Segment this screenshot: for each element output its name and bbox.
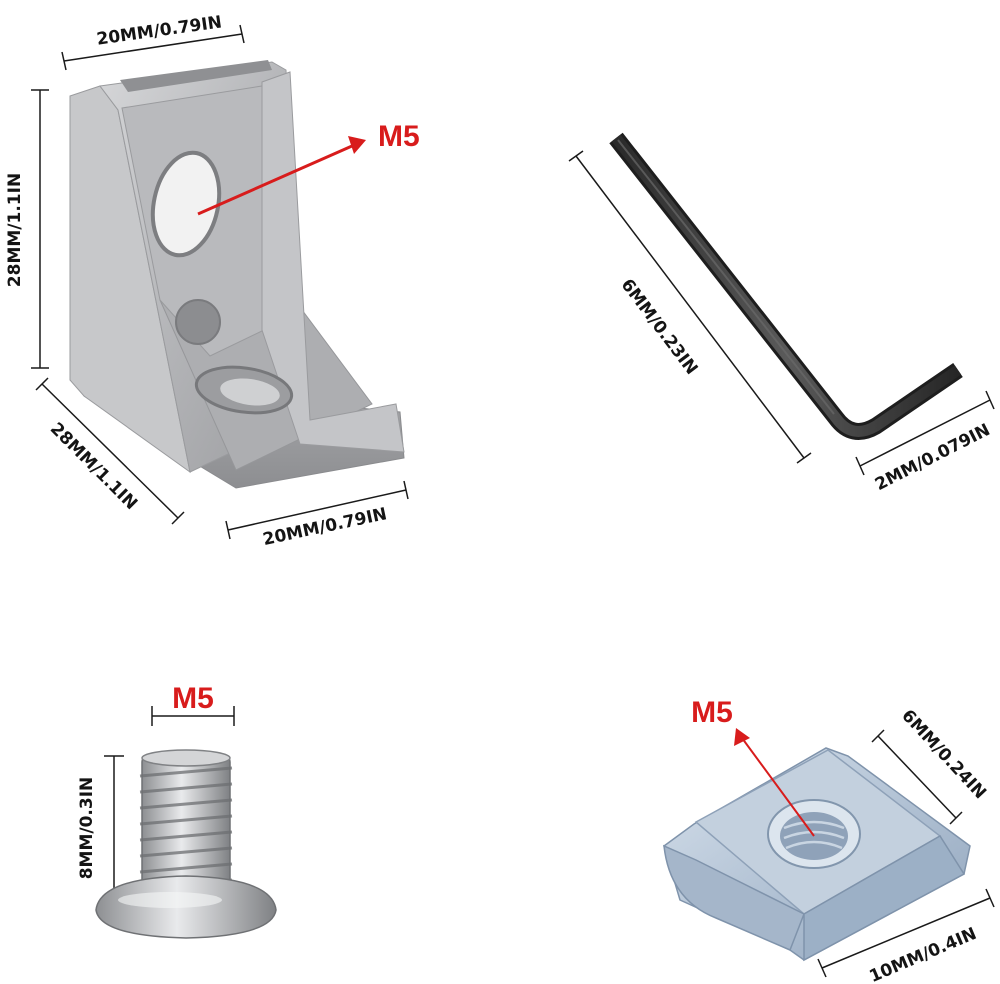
hex-key-long-arm-label: 6MM/0.23IN [617, 275, 702, 378]
screw-length-label: 8MM/0.3IN [77, 777, 97, 880]
bracket-m5-callout: M5 [197, 120, 420, 216]
bracket-top-width-label: 20MM/0.79IN [95, 12, 223, 49]
hex-key-long-arm-dimension: 6MM/0.23IN [568, 150, 812, 464]
button-head-screw: M5 8MM/0.3IN [77, 682, 277, 939]
hex-key-short-arm-label: 2MM/0.079IN [872, 420, 994, 495]
bracket-body [69, 60, 405, 489]
bracket-thread-label: M5 [378, 120, 420, 153]
screw-length-dimension: 8MM/0.3IN [77, 755, 124, 901]
bracket-height-label: 28MM/1.1IN [5, 173, 25, 287]
bracket-bottom-width-label: 20MM/0.79IN [261, 504, 389, 550]
t-nut-width-label: 6MM/0.24IN [897, 706, 990, 803]
bracket-depth-label: 28MM/1.1IN [46, 419, 141, 514]
screw-thread-label: M5 [172, 682, 214, 715]
bracket-top-width-dimension: 20MM/0.79IN [61, 12, 245, 71]
t-nut-m5-callout: M5 [691, 696, 815, 837]
bracket-bottom-width-dimension: 20MM/0.79IN [225, 480, 409, 550]
hex-key-short-arm-dimension: 2MM/0.079IN [855, 390, 995, 495]
screw-thread-dimension: M5 [151, 682, 235, 726]
red-arrowhead-icon [734, 728, 750, 746]
corner-bracket: 20MM/0.79IN 28MM/1.1IN 28MM/1.1IN 20MM/0… [5, 12, 420, 550]
t-slot-nut: 6MM/0.24IN 10MM/0.4IN M5 [663, 696, 995, 984]
red-arrowhead-icon [348, 136, 366, 154]
t-nut-length-label: 10MM/0.4IN [866, 924, 979, 984]
t-nut-thread-label: M5 [691, 696, 733, 729]
bracket-height-dimension: 28MM/1.1IN [5, 89, 49, 369]
hex-key: 6MM/0.23IN 2MM/0.079IN [568, 132, 995, 495]
